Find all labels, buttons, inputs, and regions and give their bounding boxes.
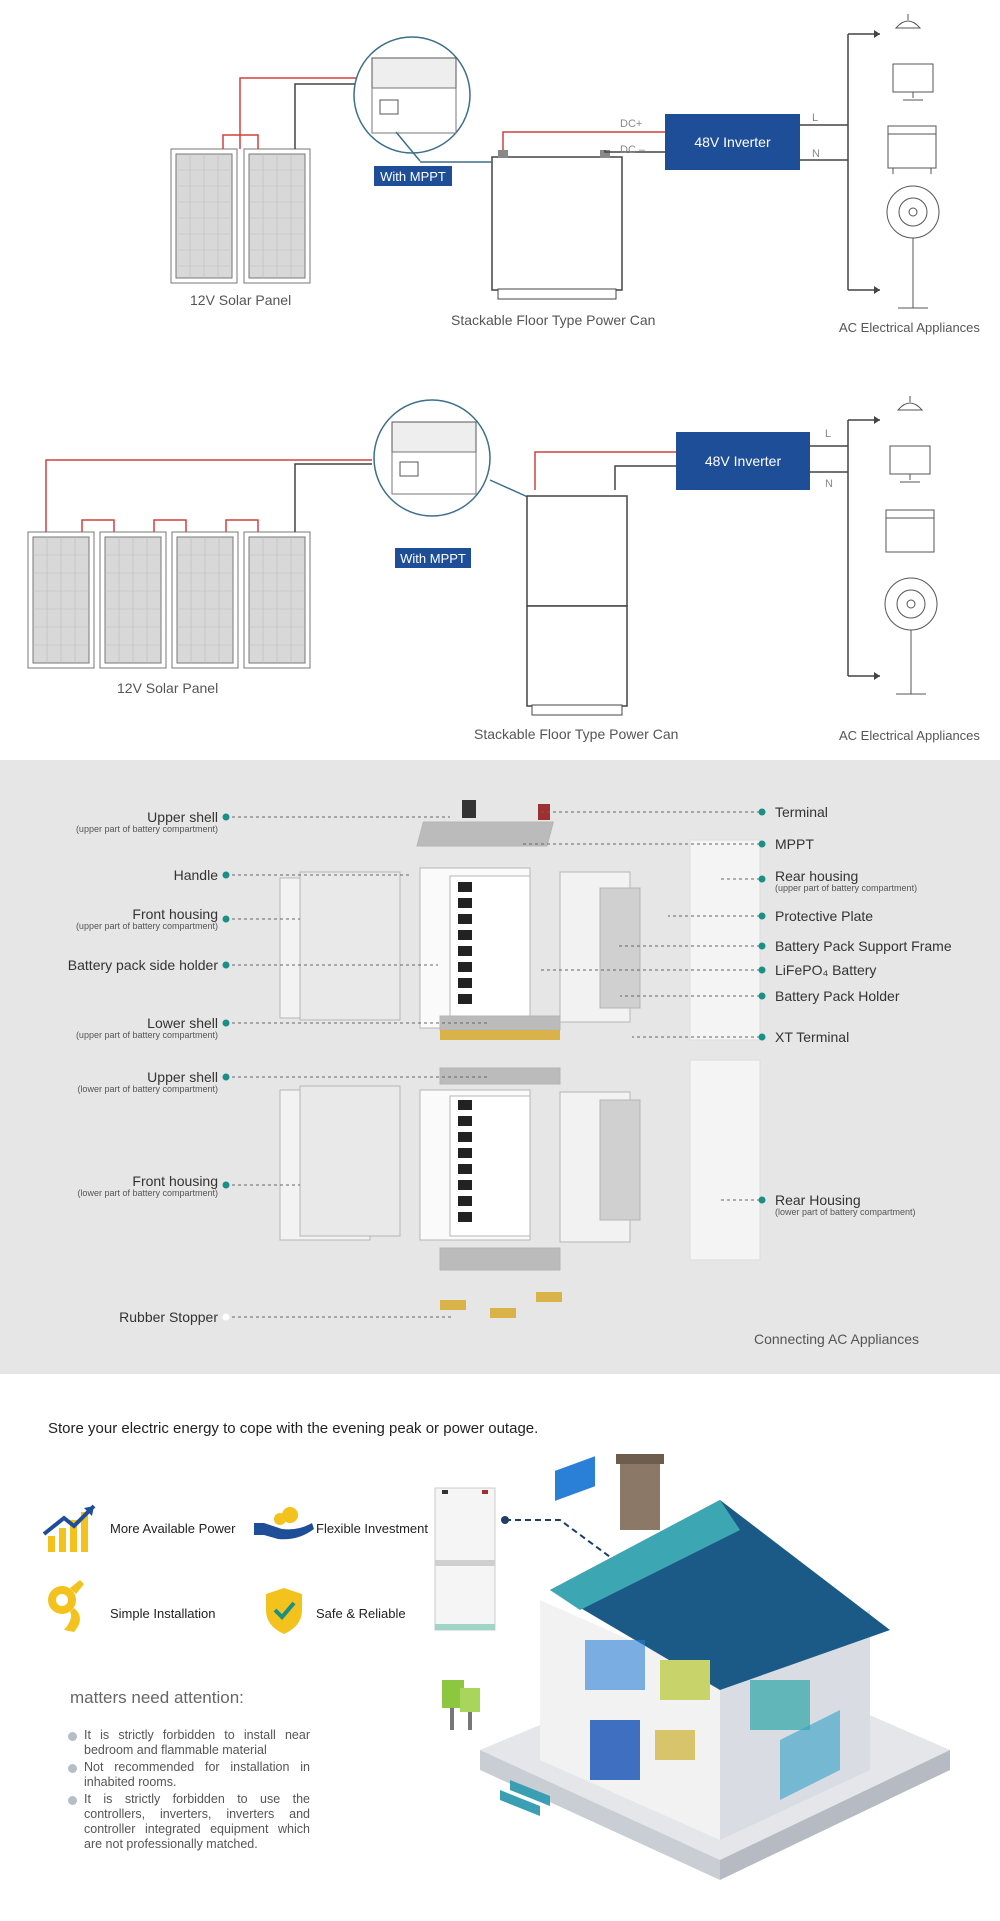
wiring-diagram-2-graphic [27, 396, 938, 716]
attention-title: matters need attention: [70, 1688, 244, 1707]
dc-plus-label: DC+ [620, 118, 643, 130]
part-label-rear-housing-lower: Rear Housing(lower part of battery compa… [775, 1192, 916, 1217]
note-item: It is strictly forbidden to install near… [68, 1728, 310, 1758]
part-label-xt-terminal: XT Terminal [775, 1029, 850, 1045]
solar-panel-icon [170, 148, 311, 284]
power-can-label: Stackable Floor Type Power Can [451, 312, 656, 328]
part-label-upper-shell-upper: Upper shell(upper part of battery compar… [75, 809, 218, 834]
part-label-lifepo4-battery: LiFePO₄ Battery [775, 962, 877, 978]
ok-hand-icon [48, 1580, 84, 1632]
part-label-protective-plate: Protective Plate [775, 908, 874, 924]
house-illustration [434, 1454, 950, 1880]
neutral-label: N [825, 478, 833, 490]
exploded-caption: Connecting AC Appliances [754, 1331, 919, 1347]
monitor-icon [889, 445, 931, 483]
part-label-handle: Handle [173, 867, 218, 883]
exploded-view-panel: Upper shell(upper part of battery compar… [0, 760, 1000, 1374]
solar-panel-label: 12V Solar Panel [190, 292, 292, 308]
appliances-label: AC Electrical Appliances [839, 320, 980, 335]
note-item: It is strictly forbidden to use the cont… [68, 1792, 310, 1852]
headline: Store your electric energy to cope with … [48, 1420, 539, 1437]
ceiling-light-icon [896, 396, 924, 411]
wiring-diagram-2: 48V Inverter With MPPT L N 12V Solar Pan… [0, 380, 1000, 760]
part-label-upper-shell-lower: Upper shell(lower part of battery compar… [77, 1069, 218, 1094]
hand-coins-icon [254, 1507, 314, 1540]
appliances-label: AC Electrical Appliances [839, 728, 980, 743]
part-label-support-frame: Battery Pack Support Frame [775, 938, 952, 954]
mppt-badge: With MPPT [395, 548, 471, 568]
note-item: Not recommended for installation in inha… [68, 1760, 310, 1790]
wiring-diagram-1-graphic [170, 14, 940, 309]
neutral-label: N [812, 148, 820, 160]
power-can-label: Stackable Floor Type Power Can [474, 726, 679, 742]
part-label-rear-housing-upper: Rear housing(upper part of battery compa… [775, 868, 918, 893]
part-label-front-housing-lower: Front housing(lower part of battery comp… [77, 1173, 218, 1198]
ceiling-light-icon [894, 14, 922, 29]
exploded-view-graphic [222, 800, 766, 1321]
part-label-mppt: MPPT [775, 836, 814, 852]
part-label-front-housing-upper: Front housing(upper part of battery comp… [75, 906, 218, 931]
part-label-battery-side-holder: Battery pack side holder [67, 957, 218, 973]
part-label-terminal: Terminal [775, 804, 828, 820]
refrigerator-icon [887, 125, 937, 174]
fan-icon [884, 577, 938, 695]
line-label: L [812, 112, 819, 124]
shield-check-icon [266, 1588, 302, 1634]
solar-panel-icon [27, 531, 311, 669]
mppt-badge: With MPPT [374, 166, 452, 186]
solar-panel-label: 12V Solar Panel [117, 680, 219, 696]
feature-label: Simple Installation [110, 1606, 216, 1621]
monitor-icon [892, 63, 934, 101]
inverter-box: 48V Inverter [676, 432, 810, 490]
feature-label: Safe & Reliable [316, 1606, 406, 1621]
part-label-lower-shell: Lower shell(upper part of battery compar… [75, 1015, 218, 1040]
inverter-box: 48V Inverter [665, 114, 800, 170]
line-label: L [825, 428, 832, 440]
part-label-battery-pack-holder: Battery Pack Holder [775, 988, 900, 1004]
feature-label: More Available Power [110, 1521, 236, 1536]
part-label-rubber-stopper: Rubber Stopper [119, 1309, 218, 1325]
refrigerator-icon [885, 509, 935, 553]
dc-minus-label: DC – [620, 144, 646, 156]
growth-chart-icon [42, 1504, 96, 1552]
fan-icon [886, 185, 940, 309]
wiring-diagram-1: 48V Inverter With MPPT DC+ DC – L N 12V … [0, 0, 1000, 360]
attention-notes: It is strictly forbidden to install near… [68, 1728, 310, 1854]
feature-label: Flexible Investment [316, 1521, 428, 1536]
